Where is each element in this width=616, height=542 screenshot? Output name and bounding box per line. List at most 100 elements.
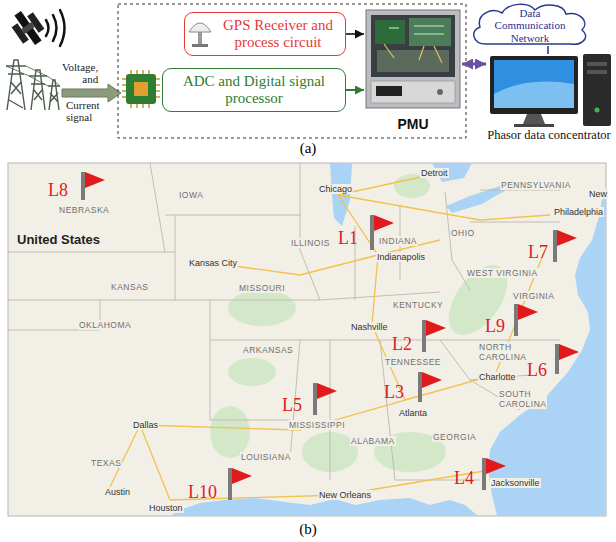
map bbox=[8, 163, 606, 516]
location-flag bbox=[228, 468, 232, 500]
network-cloud: Data Communication Network bbox=[468, 2, 592, 46]
location-label: L8 bbox=[48, 180, 68, 201]
location-flag bbox=[557, 230, 577, 246]
node-text: ADC and Digital signal processor bbox=[167, 73, 341, 107]
location-label: L1 bbox=[338, 228, 358, 249]
state-name: NORTH CAROLINA bbox=[478, 342, 527, 362]
city-name: Indianapolis bbox=[376, 252, 426, 262]
data-concentrator-shape bbox=[490, 56, 578, 114]
state-name: KENTUCKY bbox=[392, 300, 444, 310]
connector bbox=[462, 63, 486, 66]
location-flag bbox=[559, 344, 579, 360]
location-flag bbox=[422, 372, 442, 388]
state-name: ILLINOIS bbox=[290, 238, 331, 248]
state-border bbox=[8, 163, 560, 480]
pmu-enclosure bbox=[118, 4, 466, 138]
city-name: Houston bbox=[148, 503, 184, 513]
pmu-device-shape bbox=[377, 50, 449, 72]
signal-label: Voltage, and bbox=[62, 61, 98, 85]
location-label: L4 bbox=[454, 468, 474, 489]
city-name: Nashville bbox=[350, 322, 389, 332]
location-flag bbox=[482, 458, 486, 490]
map bbox=[8, 163, 606, 516]
node-text: Phasor data concentrator bbox=[486, 128, 612, 142]
node-text: Data Communication Network bbox=[486, 7, 574, 43]
satellite-icon bbox=[7, 6, 49, 50]
connector bbox=[346, 89, 364, 91]
signal-label: Current signal bbox=[66, 99, 100, 123]
location-label: L6 bbox=[527, 360, 547, 381]
location-label: L5 bbox=[282, 395, 302, 416]
location-flag bbox=[553, 230, 557, 262]
adc-dsp-box: ADC and Digital signal processor bbox=[162, 68, 346, 112]
gps-antenna bbox=[198, 32, 202, 44]
pmu-device-shape bbox=[375, 20, 405, 44]
gps-antenna bbox=[189, 23, 211, 32]
water bbox=[488, 163, 606, 516]
city-name: Jacksonville bbox=[490, 478, 541, 488]
transmission-towers bbox=[6, 66, 60, 86]
pmu-device-shape bbox=[371, 81, 455, 103]
gps-antenna bbox=[192, 44, 208, 47]
water bbox=[170, 163, 606, 516]
forest-area bbox=[228, 290, 296, 326]
location-flag bbox=[426, 320, 446, 336]
location-label: L2 bbox=[392, 334, 412, 355]
city-name: New bbox=[588, 189, 608, 199]
state-name: MISSISSIPPI bbox=[288, 420, 346, 430]
location-flag bbox=[81, 172, 579, 500]
highway bbox=[338, 195, 550, 220]
state-name: TENNESSEE bbox=[384, 357, 442, 367]
location-flag bbox=[422, 320, 426, 352]
state-name: KANSAS bbox=[110, 282, 150, 292]
panel-label: (b) bbox=[299, 521, 317, 538]
radio-waves bbox=[46, 20, 49, 36]
state-name: PENNSYLVANIA bbox=[500, 180, 572, 190]
transmission-towers bbox=[6, 60, 60, 110]
city-name: Austin bbox=[104, 487, 131, 497]
state-name: WEST VIRGINIA bbox=[466, 268, 539, 278]
state-border bbox=[320, 292, 440, 300]
state-name: IOWA bbox=[178, 190, 204, 200]
city-name: Dallas bbox=[132, 420, 159, 430]
node-text: GPS Receiver and process circuit bbox=[215, 17, 341, 51]
panel-label: (a) bbox=[300, 140, 317, 157]
highway bbox=[170, 470, 490, 500]
pmu-device-shape bbox=[437, 89, 443, 95]
pmu-device-shape bbox=[364, 8, 462, 134]
location-flag bbox=[232, 468, 252, 484]
radio-waves bbox=[53, 15, 57, 41]
location-flag bbox=[418, 372, 422, 402]
state-border bbox=[165, 215, 300, 216]
location-label: L10 bbox=[188, 482, 217, 503]
state-name: LOUISIANA bbox=[240, 452, 292, 462]
pmu-device-shape bbox=[409, 18, 451, 46]
state-border bbox=[210, 340, 300, 341]
data-concentrator-shape bbox=[587, 62, 607, 66]
location-label: L3 bbox=[384, 382, 404, 403]
city-name: Charlotte bbox=[478, 372, 517, 382]
state-name: OHIO bbox=[450, 228, 476, 238]
pmu-device-shape bbox=[371, 15, 455, 77]
state-border bbox=[300, 340, 560, 341]
state-border bbox=[175, 215, 176, 300]
location-flag bbox=[486, 458, 506, 474]
city-name: Detroit bbox=[420, 168, 449, 178]
data-concentrator-shape bbox=[514, 124, 554, 127]
location-flag bbox=[81, 172, 85, 200]
state-border bbox=[210, 300, 211, 420]
pmu-device-shape bbox=[366, 10, 460, 108]
state-name: NEBRASKA bbox=[58, 205, 110, 215]
data-concentrator-shape bbox=[523, 114, 545, 124]
state-border bbox=[8, 252, 175, 253]
location-flag bbox=[85, 172, 105, 188]
chip-icon bbox=[122, 70, 160, 108]
city-name: Atlanta bbox=[398, 408, 428, 418]
radio-waves bbox=[46, 10, 65, 46]
data-concentrator-shape bbox=[583, 54, 611, 126]
connector bbox=[547, 46, 549, 54]
data-concentrator-shape bbox=[494, 82, 574, 108]
highway bbox=[140, 400, 405, 430]
